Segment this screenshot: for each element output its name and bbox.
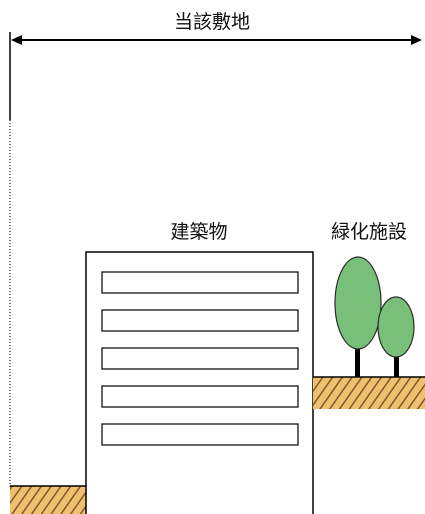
floor-window [101, 423, 299, 446]
right-arrowhead-icon [411, 35, 422, 45]
floor-window [101, 347, 299, 370]
tree-trunk [355, 340, 360, 378]
tree-canopy [334, 256, 382, 350]
building [85, 251, 314, 514]
floor-window [101, 309, 299, 332]
site-label: 当該敷地 [174, 11, 250, 33]
left-arrowhead-icon [11, 35, 22, 45]
tree-large [334, 256, 382, 378]
greenery-label: 緑化施設 [331, 221, 407, 243]
building-label: 建築物 [170, 221, 227, 243]
tree-trunk [394, 350, 399, 378]
greenery-ground-hatch [313, 377, 425, 409]
site-dimension [9, 32, 422, 488]
floor-window [101, 271, 299, 294]
left-ground-hatch [10, 486, 86, 514]
tree-canopy [377, 296, 415, 358]
building-floors [101, 271, 299, 446]
tree-small [377, 296, 415, 378]
floor-window [101, 385, 299, 408]
